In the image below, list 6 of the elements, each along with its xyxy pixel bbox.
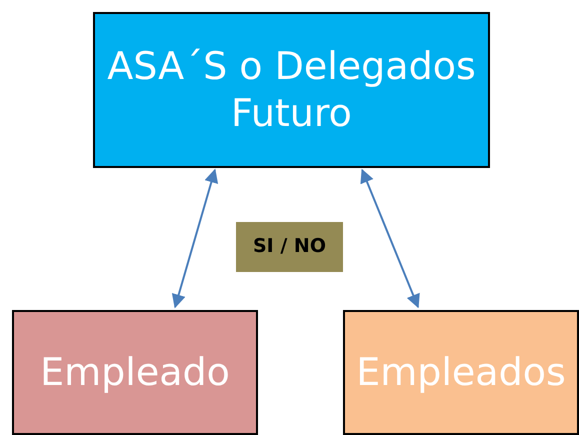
double-arrow	[172, 168, 218, 308]
double-arrow	[360, 168, 420, 308]
process-box: Empleados	[343, 310, 579, 435]
process-box: Empleado	[12, 310, 258, 435]
decision-label-box: SI / NO	[236, 222, 343, 272]
process-box: ASA´S o Delegados Futuro	[93, 12, 490, 168]
